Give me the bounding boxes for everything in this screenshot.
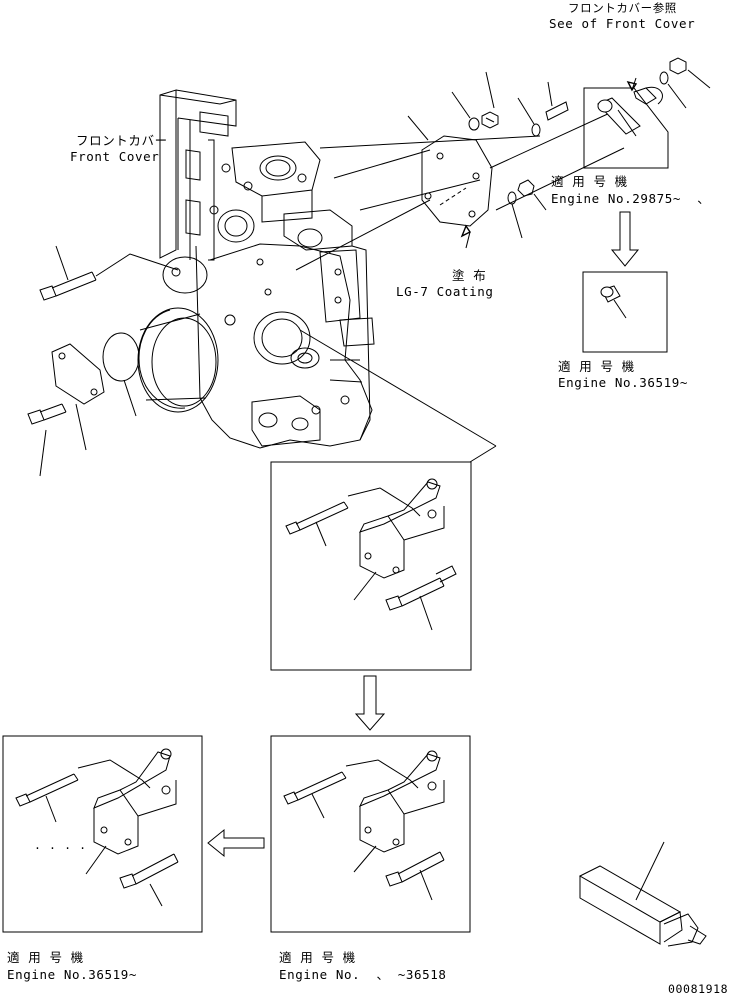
front-cover-label-jp: フロントカバー bbox=[76, 133, 168, 148]
stud-bolt bbox=[545, 81, 569, 121]
applicable-label-36519-left-jp: 適 用 号 機 bbox=[7, 950, 84, 965]
nut-far bbox=[669, 57, 711, 89]
washer-lower bbox=[507, 191, 523, 239]
nut-top bbox=[481, 71, 499, 129]
spacer-box-36519 bbox=[582, 271, 668, 353]
spacer-detail-box bbox=[583, 77, 669, 169]
left-cover-bolt bbox=[27, 403, 67, 477]
front-cover-label-en: Front Cover bbox=[70, 149, 160, 164]
connector-cover bbox=[407, 115, 493, 249]
coating-label-en: LG-7 Coating bbox=[396, 284, 494, 299]
engine-no-36519-left: Engine No.36519~ bbox=[7, 967, 138, 982]
applicable-label-36518-jp: 適 用 号 機 bbox=[279, 950, 356, 965]
engine-no-29875: Engine No.29875~ 、 bbox=[551, 191, 711, 206]
nut-lower bbox=[517, 179, 547, 211]
washer-stud bbox=[517, 97, 541, 137]
see-front-cover-label-en: See of Front Cover bbox=[549, 16, 696, 31]
left-inspection-cover bbox=[51, 343, 105, 451]
seal-disc bbox=[102, 332, 140, 417]
leader-lines bbox=[295, 111, 625, 463]
down-arrow-right bbox=[610, 211, 640, 267]
applicable-label-29875-jp: 適 用 号 機 bbox=[551, 174, 628, 189]
bracket-detail-36518 bbox=[270, 735, 471, 933]
washer-far bbox=[659, 71, 687, 109]
drawing-number: 00081918 bbox=[668, 982, 729, 996]
down-arrow-center bbox=[354, 675, 386, 731]
pipe-tool bbox=[578, 841, 707, 947]
bracket-detail-center bbox=[270, 461, 472, 671]
front-cover-housing bbox=[159, 89, 375, 449]
washer-top bbox=[451, 91, 480, 131]
see-front-cover-label-jp: フロントカバー参照 bbox=[568, 1, 677, 15]
dots-placeholder: . . . . bbox=[34, 838, 87, 852]
bracket-detail-36519 bbox=[2, 735, 203, 933]
engine-no-36518: Engine No. 、 ~36518 bbox=[279, 967, 447, 982]
left-arrow bbox=[207, 828, 265, 858]
crank-seal-ring bbox=[137, 307, 219, 413]
engine-no-36519-right: Engine No.36519~ bbox=[558, 375, 689, 390]
long-bolt-left bbox=[39, 245, 179, 301]
applicable-label-36519-right-jp: 適 用 号 機 bbox=[558, 359, 635, 374]
coating-label-jp: 塗 布 bbox=[452, 268, 487, 283]
